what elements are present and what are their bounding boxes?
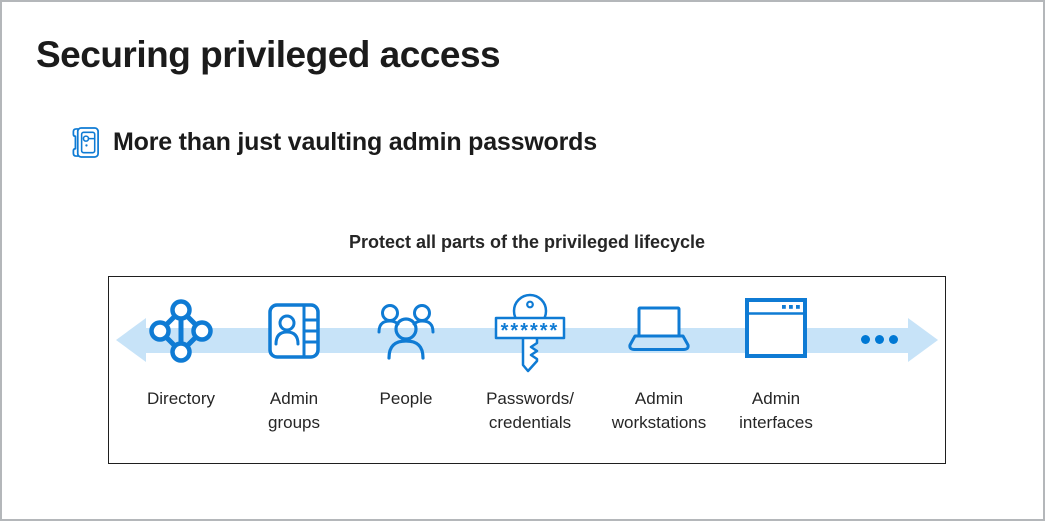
passwords-credentials-icon: ****** — [494, 293, 566, 373]
password-mask-text: ****** — [501, 320, 560, 342]
ellipsis-dot — [889, 335, 898, 344]
ellipsis-icon — [861, 335, 898, 344]
ellipsis-dot — [875, 335, 884, 344]
lifecycle-item-admin-interfaces: Admin interfaces — [716, 277, 836, 463]
page-title: Securing privileged access — [36, 34, 501, 75]
vault-icon — [72, 127, 99, 158]
lifecycle-heading: Protect all parts of the privileged life… — [348, 232, 706, 252]
lifecycle-item-label: Admin interfaces — [739, 389, 813, 432]
lifecycle-item-admin-groups: Admin groups — [234, 277, 354, 463]
arrow-right-head-icon — [908, 318, 938, 362]
people-icon — [377, 304, 435, 360]
lifecycle-item-label: Passwords/ credentials — [486, 389, 574, 432]
lifecycle-item-label: Admin groups — [268, 389, 320, 432]
directory-icon — [149, 299, 213, 363]
admin-interfaces-icon — [745, 298, 807, 358]
admin-workstations-icon — [628, 306, 690, 351]
lifecycle-item-label: Admin workstations — [611, 389, 707, 432]
subtitle-row: More than just vaulting admin passwords — [70, 126, 597, 159]
arrow-left-head-icon — [116, 318, 146, 362]
lifecycle-item-passwords: ****** Passwords/ credentials — [470, 277, 590, 463]
subtitle-text: More than just vaulting admin passwords — [113, 128, 597, 156]
lifecycle-item-people: People — [346, 277, 466, 463]
lifecycle-box: Directory Admin groups People ***** — [108, 276, 946, 464]
lifecycle-item-directory: Directory — [121, 277, 241, 463]
ellipsis-dot — [861, 335, 870, 344]
admin-groups-icon — [268, 303, 320, 359]
lifecycle-item-label: Directory — [146, 389, 215, 408]
lifecycle-item-label: People — [379, 389, 433, 408]
lifecycle-item-admin-workstations: Admin workstations — [599, 277, 719, 463]
